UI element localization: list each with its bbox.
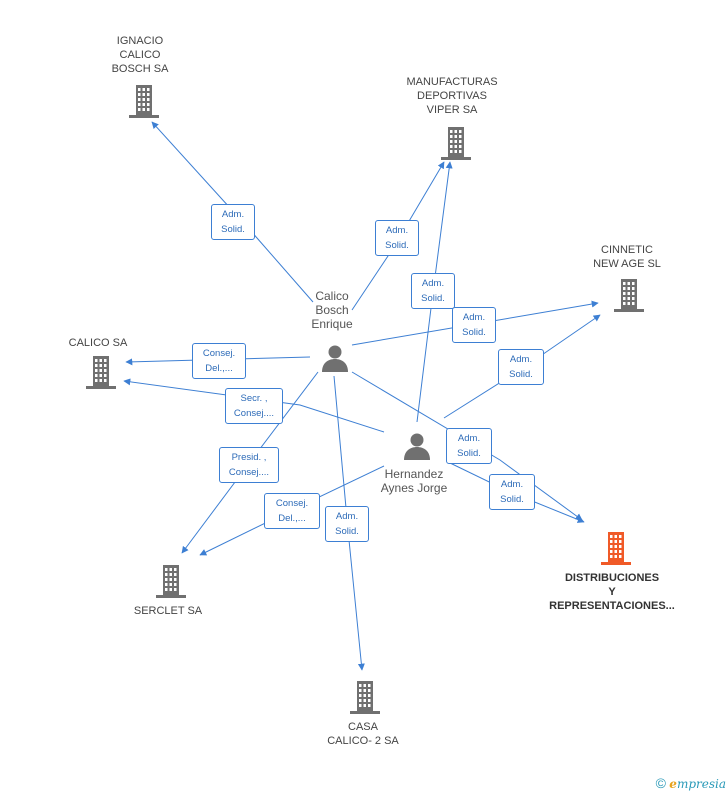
building-icon xyxy=(441,127,471,160)
building-icon xyxy=(129,85,159,118)
company-label-cinnetic[interactable]: CINNETIC NEW AGE SL xyxy=(593,244,661,270)
company-label-casa[interactable]: CASA CALICO- 2 SA xyxy=(327,721,399,747)
person-icon-calico-bosch[interactable] xyxy=(320,343,350,373)
relation-badge[interactable]: Adm. Solid. xyxy=(489,474,535,510)
company-label-serclet[interactable]: SERCLET SA xyxy=(133,605,203,617)
edge-hernandez-to-calico-sa xyxy=(123,378,385,433)
company-label-calico-sa[interactable]: CALICO SA xyxy=(68,337,128,349)
relation-badge[interactable]: Secr. , Consej.... xyxy=(225,388,283,424)
building-icon xyxy=(156,565,186,598)
building-icon-manufacturas[interactable] xyxy=(440,126,472,160)
empresia-watermark: © empresia xyxy=(656,775,726,791)
building-icon-casa[interactable] xyxy=(349,680,381,714)
building-icon xyxy=(601,532,631,565)
building-icon xyxy=(350,681,380,714)
person-icon-hernandez[interactable] xyxy=(402,431,432,461)
building-icon-calico-sa[interactable] xyxy=(85,355,117,389)
copyright-icon: © xyxy=(655,775,666,791)
relation-badge[interactable]: Adm. Solid. xyxy=(446,428,492,464)
building-icon-cinnetic[interactable] xyxy=(613,278,645,312)
person-label-calico-bosch[interactable]: Calico Bosch Enrique xyxy=(311,289,353,331)
company-label-distribuciones[interactable]: DISTRIBUCIONES Y REPRESENTACIONES... xyxy=(549,572,675,612)
brand-initial: e xyxy=(669,777,677,791)
company-label-manufacturas[interactable]: MANUFACTURAS DEPORTIVAS VIPER SA xyxy=(406,76,498,116)
relation-badge[interactable]: Presid. , Consej.... xyxy=(219,447,279,483)
person-label-hernandez[interactable]: Hernandez Aynes Jorge xyxy=(380,467,448,495)
relation-badge[interactable]: Adm. Solid. xyxy=(452,307,496,343)
relation-badge[interactable]: Consej. Del.,... xyxy=(264,493,320,529)
building-icon xyxy=(614,279,644,312)
edge-calico-to-distribuciones xyxy=(351,371,583,521)
relation-badge[interactable]: Adm. Solid. xyxy=(375,220,419,256)
relation-badge[interactable]: Consej. Del.,... xyxy=(192,343,246,379)
building-icon xyxy=(86,356,116,389)
relation-badge[interactable]: Adm. Solid. xyxy=(411,273,455,309)
company-label-ignacio[interactable]: IGNACIO CALICO BOSCH SA xyxy=(111,35,169,75)
relation-badge[interactable]: Adm. Solid. xyxy=(325,506,369,542)
building-icon-serclet[interactable] xyxy=(155,564,187,598)
relation-badge[interactable]: Adm. Solid. xyxy=(211,204,255,240)
brand-name: mpresia xyxy=(676,777,726,791)
building-icon-ignacio[interactable] xyxy=(128,84,160,118)
relation-badge[interactable]: Adm. Solid. xyxy=(498,349,544,385)
building-icon-distribuciones[interactable] xyxy=(600,531,632,565)
